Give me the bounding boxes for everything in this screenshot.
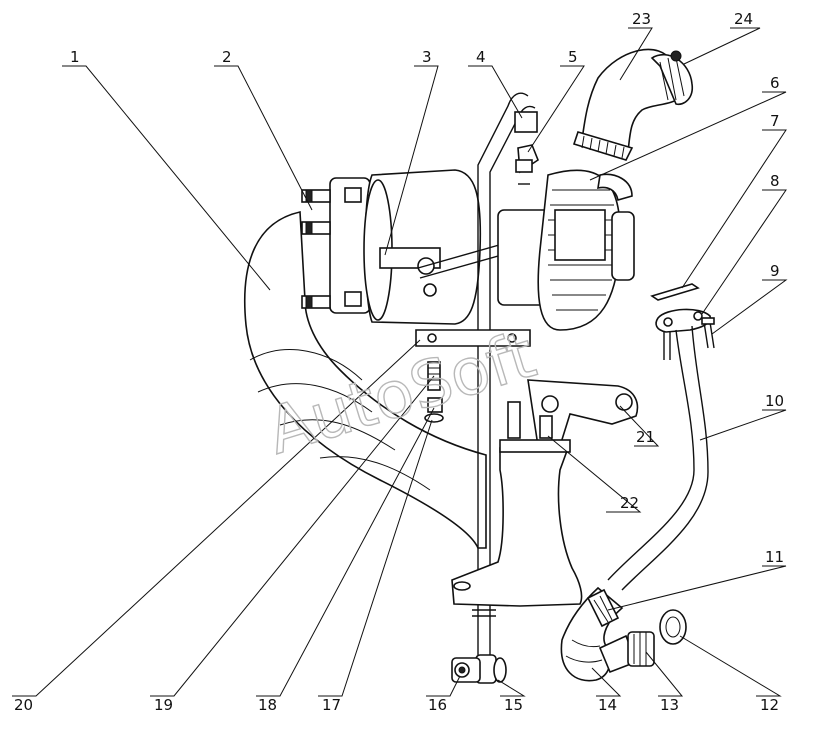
callout-13: 13 (660, 696, 679, 714)
turbine-housing-part-3 (363, 169, 549, 325)
callout-9: 9 (770, 262, 780, 280)
flange-bolts-part-2 (301, 177, 371, 314)
hose-clamp-part-11 (586, 588, 620, 628)
callout-11: 11 (765, 548, 784, 566)
callout-17: 17 (322, 696, 341, 714)
callout-2: 2 (222, 48, 232, 66)
oil-return-pipe-part-10 (607, 325, 709, 591)
callout-15: 15 (504, 696, 523, 714)
bracket-part-21 (527, 379, 639, 447)
callout-4: 4 (476, 48, 486, 66)
gasket-part-7 (650, 283, 700, 301)
hose-elbow-part-23 (572, 48, 685, 161)
callout-5: 5 (568, 48, 578, 66)
callout-8: 8 (770, 172, 780, 190)
pipe-fitting-part-15 (475, 654, 507, 684)
bolt-part-9 (701, 317, 715, 349)
oil-feed-pipe-part-4 (472, 92, 538, 655)
hose-clamp-part-24 (650, 50, 694, 106)
oil-return-flange-part-8 (655, 308, 711, 360)
exhaust-elbow-part-1 (243, 211, 487, 549)
callout-labels: 1 2 3 4 5 6 7 8 9 10 11 12 13 14 15 16 1… (14, 10, 784, 714)
callout-18: 18 (258, 696, 277, 714)
callout-6: 6 (770, 74, 780, 92)
callout-21: 21 (636, 428, 655, 446)
callout-3: 3 (422, 48, 432, 66)
callout-23: 23 (632, 10, 651, 28)
banjo-bolt-part-16 (451, 657, 481, 683)
callout-19: 19 (154, 696, 173, 714)
nut-part-18 (427, 397, 443, 413)
callout-10: 10 (765, 392, 784, 410)
compressor-housing-part-6 (497, 169, 635, 331)
outlet-pipe-part-22 (451, 401, 583, 607)
callout-20: 20 (14, 696, 33, 714)
turbine-gasket-part-20 (415, 329, 531, 347)
callout-14: 14 (598, 696, 617, 714)
callout-12: 12 (760, 696, 779, 714)
sealing-washer-part-12 (659, 609, 687, 645)
callout-16: 16 (428, 696, 447, 714)
callout-22: 22 (620, 494, 639, 512)
callout-1: 1 (70, 48, 80, 66)
leader-lines (12, 27, 788, 697)
banjo-fitting-part-5 (515, 144, 539, 185)
callout-7: 7 (770, 112, 780, 130)
callout-24: 24 (734, 10, 753, 28)
adapter-fitting-part-13 (598, 631, 655, 674)
